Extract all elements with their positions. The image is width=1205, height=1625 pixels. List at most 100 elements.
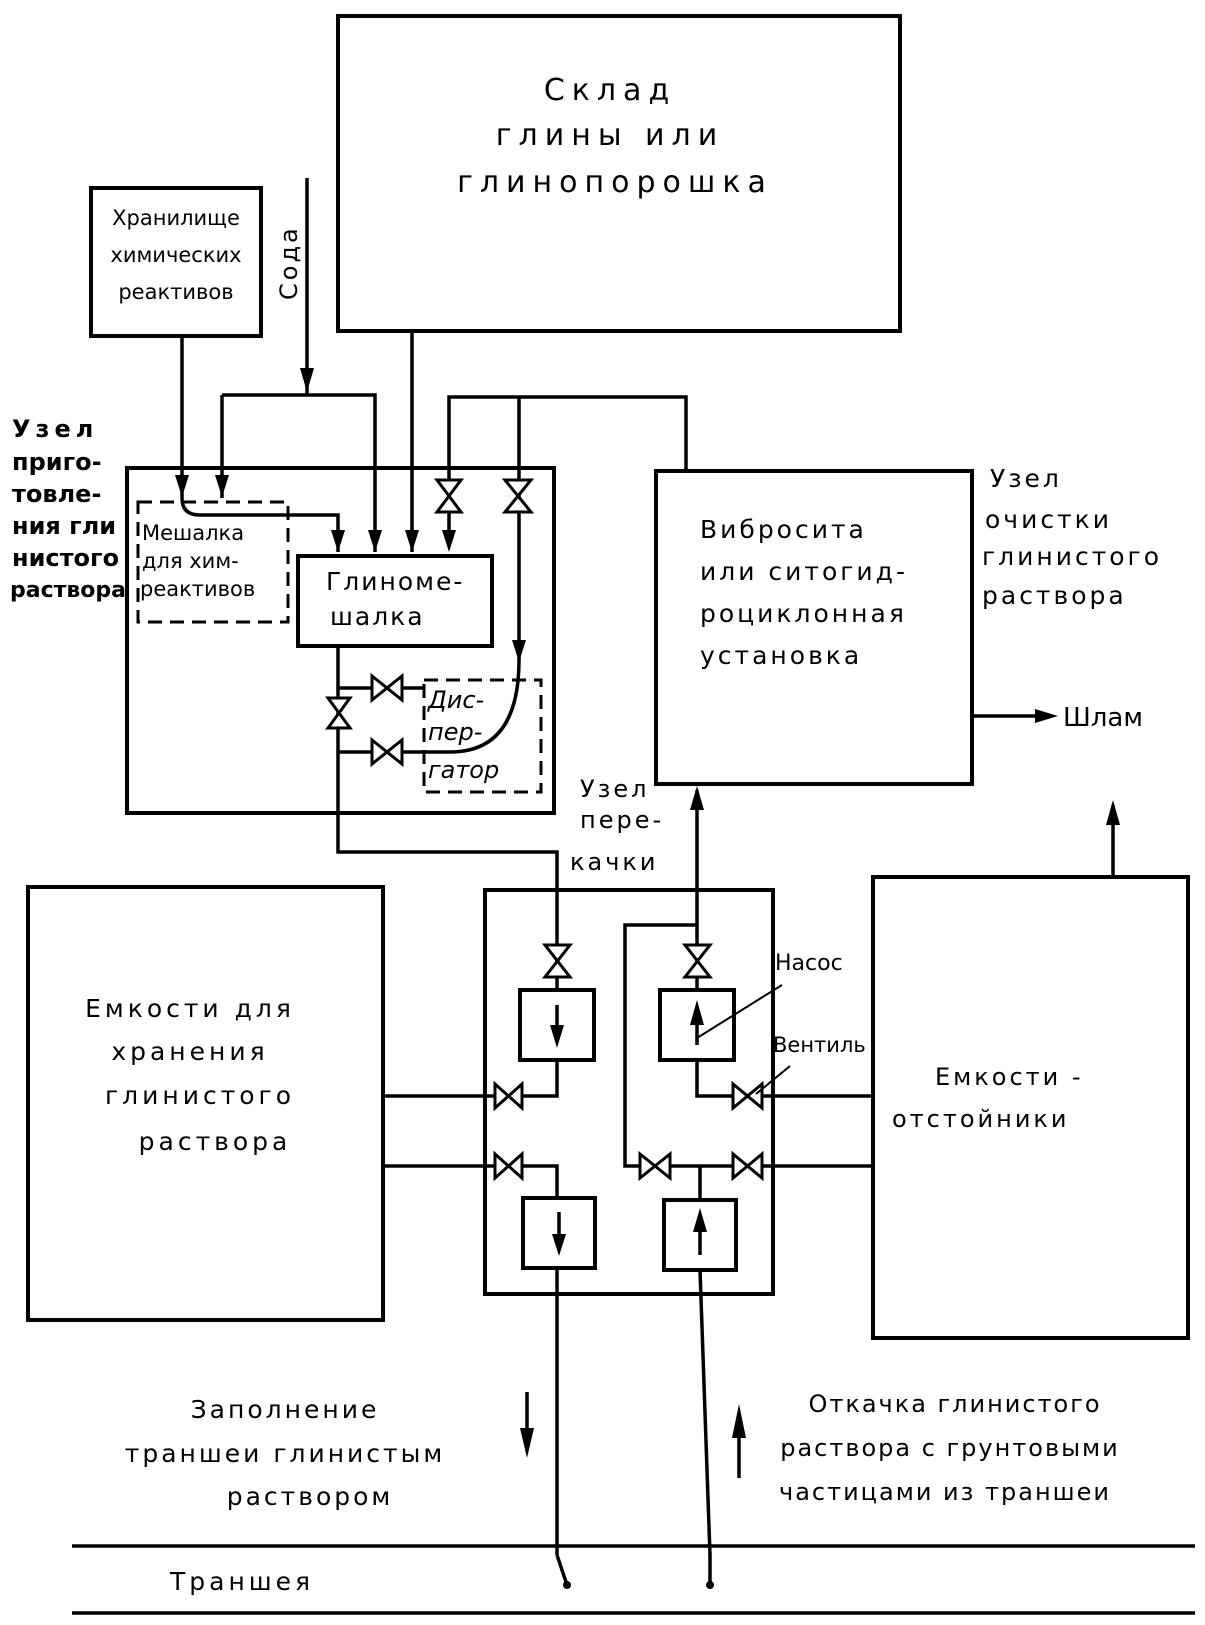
- chem-mixer-line-1: Мешалка: [142, 521, 244, 545]
- clay-storage-label: Склад глины или глинопорошка: [457, 73, 773, 200]
- fill-line-1: Заполнение: [191, 1395, 380, 1424]
- pump-fill-bottom: [521, 1196, 597, 1270]
- disperser-line-1: Дис-: [427, 686, 484, 714]
- chem-mixer-label: Мешалка для хим- реактивов: [140, 521, 255, 601]
- clay-storage-line-1: Склад: [544, 73, 676, 108]
- pipe-to-disperser: [424, 397, 521, 754]
- trench-label: Траншея: [169, 1567, 314, 1596]
- clay-storage-line-2: глины или: [496, 118, 724, 153]
- chem-storage-line-2: химических: [110, 243, 241, 267]
- pump-node-label: Узел пере- качки: [570, 775, 661, 876]
- settling-tanks-line-2: отстойники: [892, 1105, 1070, 1133]
- valve-icon: [325, 696, 353, 730]
- leader-pump: [696, 984, 783, 1039]
- pipe-mixer-out: [336, 646, 559, 960]
- storage-tanks-label: Емкости для хранения глинистого раствора: [85, 994, 295, 1156]
- prep-node-line-3: товле-: [12, 480, 101, 508]
- arrow-right-icon: [1035, 709, 1058, 723]
- storage-tanks-line-3: глинистого: [105, 1081, 295, 1110]
- cleaning-node-label: Узел очистки глинистого раствора: [982, 464, 1162, 610]
- pumpout-line-3: частицами из траншеи: [779, 1478, 1111, 1506]
- arrow-down-icon: [300, 368, 314, 392]
- chem-storage-line-3: реактивов: [118, 280, 233, 304]
- valve-icon: [370, 672, 404, 704]
- cleaning-node-line-3: глинистого: [982, 542, 1162, 571]
- prep-node-line-5: нистого: [12, 544, 119, 572]
- storage-tanks-block: [26, 885, 385, 1322]
- chem-mixer-block: [136, 500, 290, 624]
- vibrosieve-block: [654, 469, 974, 786]
- pump-node-line-3: качки: [570, 848, 658, 876]
- pump-node-frame: [483, 888, 775, 1296]
- prep-node-label: Узел приго- товле- ния гли нистого раств…: [10, 415, 126, 603]
- arrow-up-icon: [690, 786, 704, 810]
- pipe-from-storage: [383, 1164, 559, 1198]
- chem-storage-label: Хранилище химических реактивов: [110, 206, 241, 304]
- settling-tanks-block: [871, 875, 1190, 1340]
- fill-line-3: раствором: [227, 1482, 394, 1511]
- clay-storage-line-3: глинопорошка: [457, 165, 773, 200]
- arrow-down-icon: [215, 475, 229, 497]
- disperser-line-3: гатор: [428, 756, 499, 784]
- pumpout-line-1: Откачка глинистого: [808, 1390, 1101, 1418]
- chem-mixer-line-3: реактивов: [140, 577, 255, 601]
- clay-mixer-line-2: шалка: [330, 602, 425, 631]
- storage-tanks-line-2: хранения: [111, 1037, 268, 1066]
- prep-node-frame: [125, 466, 556, 815]
- valve-icon: [434, 478, 464, 514]
- arrow-down-icon: [175, 475, 189, 497]
- arrow-up-icon: [693, 1208, 707, 1255]
- leader-valve: [755, 1065, 791, 1095]
- storage-tanks-line-4: раствора: [139, 1127, 292, 1156]
- valve-icon: [681, 943, 714, 979]
- arrow-down-icon: [520, 1392, 534, 1458]
- valve-icon: [501, 478, 535, 514]
- chem-storage-block: [89, 186, 263, 338]
- arrow-down-icon: [405, 530, 419, 552]
- fill-line-2: траншеи глинистым: [125, 1439, 445, 1468]
- disperser-line-2: пер-: [428, 718, 482, 746]
- pipe-from-settling: [695, 1060, 873, 1098]
- vibrosieve-label: Вибросита или ситогид- роциклонная устан…: [700, 515, 908, 670]
- storage-tanks-line-1: Емкости для: [85, 994, 295, 1023]
- valve-icon: [731, 1080, 764, 1112]
- chem-storage-line-1: Хранилище: [112, 206, 240, 230]
- arrow-down-icon: [550, 1005, 564, 1048]
- disperser-block: [422, 678, 543, 794]
- cleaning-node-line-2: очистки: [985, 505, 1112, 534]
- valve-icon: [731, 1150, 764, 1182]
- vibrosieve-line-1: Вибросита: [700, 515, 867, 544]
- clay-mixer-label: Глиноме- шалка: [326, 567, 464, 631]
- pump-node-line-1: Узел: [580, 775, 650, 803]
- valve-icon: [370, 736, 404, 768]
- arrow-down-icon: [552, 1212, 566, 1256]
- prep-node-line-4: ния гли: [12, 512, 116, 540]
- settling-tanks-label: Емкости - отстойники: [892, 1063, 1084, 1133]
- pipe-return-top: [447, 395, 688, 545]
- arrow-down-icon: [368, 530, 382, 552]
- prep-node-line-6: раствора: [10, 578, 126, 603]
- vibrosieve-line-3: роциклонная: [700, 599, 907, 628]
- valve-icon: [638, 1150, 672, 1182]
- chem-mixer-line-2: для хим-: [142, 549, 239, 573]
- arrow-up-icon: [1106, 800, 1120, 825]
- vibrosieve-line-2: или ситогид-: [700, 557, 908, 586]
- settling-tanks-line-1: Емкости -: [935, 1063, 1084, 1091]
- arrow-down-icon: [442, 530, 456, 552]
- pipe-pumpout-trench: [698, 1269, 712, 1556]
- valve-label: Вентиль: [773, 1033, 866, 1057]
- disperser-label: Дис- пер- гатор: [427, 686, 499, 784]
- pipe-fill-tip: [555, 1554, 569, 1586]
- arrow-up-icon: [690, 1000, 704, 1045]
- soda-label: Сода: [275, 225, 303, 300]
- pumpout-line-2: раствора с грунтовыми: [780, 1434, 1120, 1462]
- cleaning-node-line-1: Узел: [990, 464, 1062, 493]
- pumpout-label: Откачка глинистого раствора с грунтовыми…: [779, 1390, 1120, 1506]
- pipe-soda-distribution: [222, 393, 377, 552]
- arrow-down-icon: [512, 640, 526, 662]
- clay-mixer-line-1: Глиноме-: [326, 567, 464, 596]
- pipe-bypass: [623, 923, 873, 1168]
- sludge-label: Шлам: [1063, 703, 1143, 733]
- pipe-chem-to-mixer: [180, 336, 340, 552]
